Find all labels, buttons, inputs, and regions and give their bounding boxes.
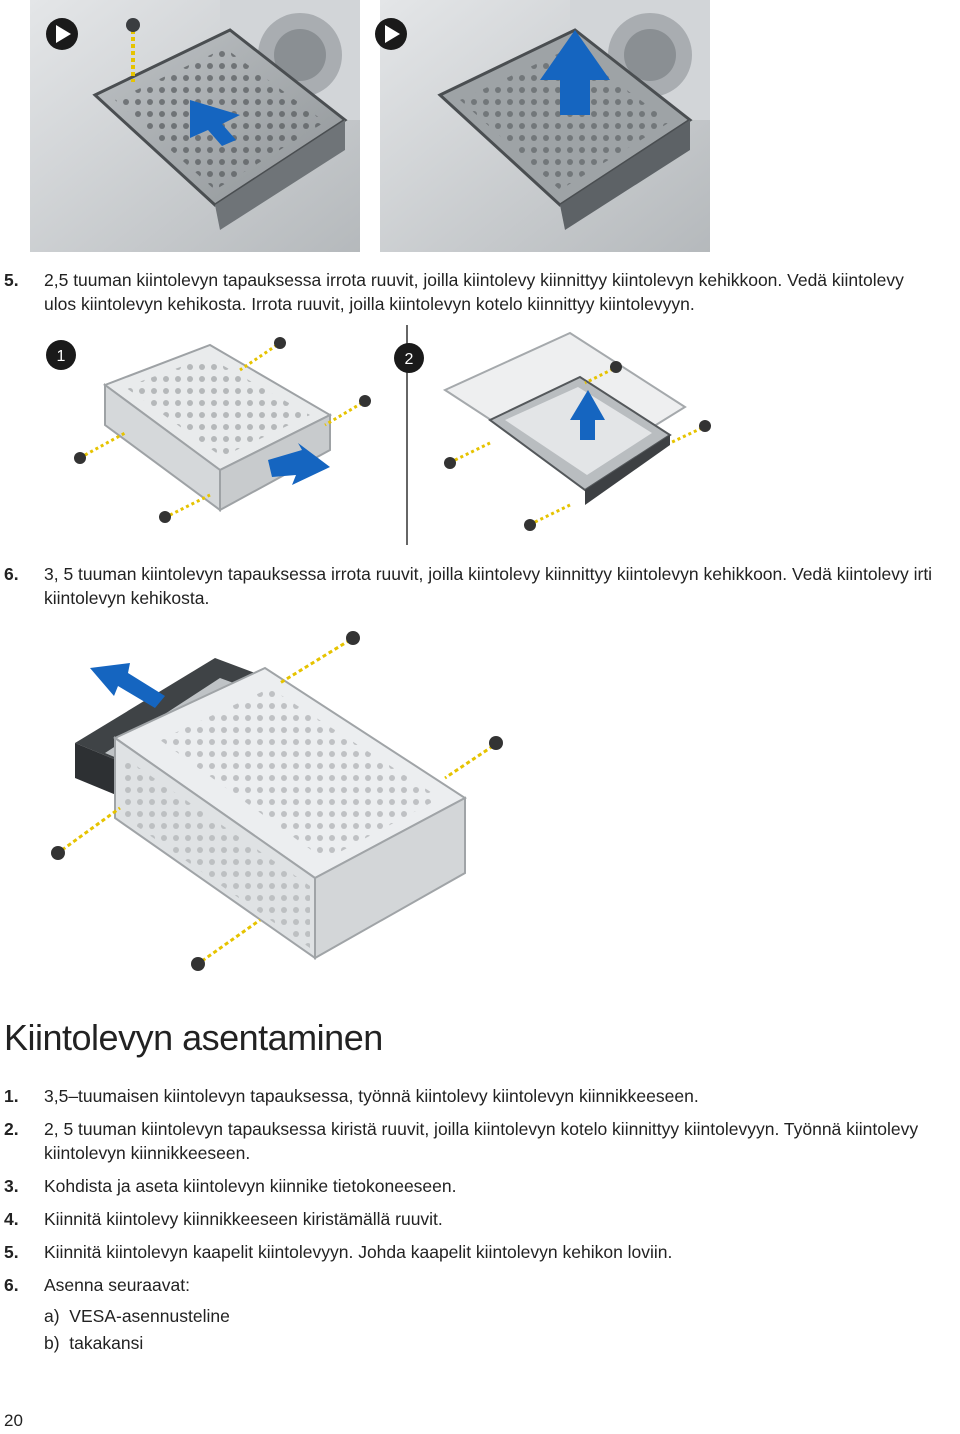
step-text: 2, 5 tuuman kiintolevyn tapauksessa kiri… [44, 1119, 919, 1163]
screws-left [74, 337, 371, 523]
drive-cage-35 [113, 666, 467, 960]
sub-item-label: a) [44, 1306, 60, 1326]
lift-arrow-icon [540, 30, 610, 115]
drive-caddy-25 [442, 331, 687, 505]
step-text: 3, 5 tuuman kiintolevyn tapauksessa irro… [44, 564, 933, 608]
step-number: 4. [4, 1209, 19, 1229]
install-step-1: 1. 3,5–tuumaisen kiintolevyn tapauksessa… [4, 1084, 954, 1108]
figure-drive-cage-removal [0, 0, 960, 252]
photo-left [30, 0, 360, 252]
step-number: 5. [4, 1242, 19, 1262]
figure-35-inch-drive [50, 628, 510, 978]
step-text: Kohdista ja aseta kiintolevyn kiinnike t… [44, 1176, 457, 1196]
step-6: 6. 3, 5 tuuman kiintolevyn tapauksessa i… [4, 562, 960, 614]
page-number: 20 [4, 1411, 23, 1430]
slide-arrow-icon [90, 663, 165, 708]
step-number: 5. [4, 270, 19, 290]
sub-item-b: b) takakansi [44, 1331, 143, 1355]
install-step-4: 4. Kiinnitä kiintolevy kiinnikkeeseen ki… [4, 1207, 954, 1231]
step-5: 5. 2,5 tuuman kiintolevyn tapauksessa ir… [4, 268, 954, 320]
install-step-6: 6. Asenna seuraavat: [4, 1273, 954, 1297]
step-number: 2. [4, 1119, 19, 1139]
drive-cage-25 [102, 343, 333, 512]
screws-right [444, 361, 711, 531]
callout-2-icon: 2 [394, 343, 424, 373]
step-text: Kiinnitä kiintolevy kiinnikkeeseen kiris… [44, 1209, 443, 1229]
sub-item-a: a) VESA-asennusteline [44, 1304, 230, 1328]
pull-arrow-icon [268, 443, 330, 485]
push-arrow-icon [190, 100, 240, 146]
step-number: 1. [4, 1086, 19, 1106]
callout-play-icon-1 [46, 18, 78, 50]
sub-item-text: VESA-asennusteline [69, 1306, 230, 1326]
figure-25-inch-drive: 1 2 [40, 325, 740, 550]
step-number: 6. [4, 1275, 19, 1295]
step-text: Asenna seuraavat: [44, 1275, 190, 1295]
install-step-3: 3. Kohdista ja aseta kiintolevyn kiinnik… [4, 1174, 954, 1198]
step-text: Kiinnitä kiintolevyn kaapelit kiintolevy… [44, 1242, 673, 1262]
callout-1-icon: 1 [46, 340, 76, 370]
sub-item-text: takakansi [69, 1333, 144, 1353]
callout-2-label: 2 [405, 351, 414, 368]
section-title: Kiintolevyn asentaminen [4, 1017, 383, 1058]
screws-35 [51, 631, 503, 971]
drive-cage-photos [30, 0, 710, 252]
step-number: 6. [4, 564, 19, 584]
step-text: 3,5–tuumaisen kiintolevyn tapauksessa, t… [44, 1086, 699, 1106]
install-step-2: 2. 2, 5 tuuman kiintolevyn tapauksessa k… [4, 1117, 954, 1165]
photo-right [380, 0, 710, 252]
callout-1-label: 1 [57, 348, 66, 365]
install-step-5: 5. Kiinnitä kiintolevyn kaapelit kiintol… [4, 1240, 954, 1264]
step-number: 3. [4, 1176, 19, 1196]
sub-item-label: b) [44, 1333, 60, 1353]
callout-play-icon-2 [375, 18, 407, 50]
step-text: 2,5 tuuman kiintolevyn tapauksessa irrot… [44, 270, 904, 314]
lift-arrow-icon [570, 390, 605, 440]
